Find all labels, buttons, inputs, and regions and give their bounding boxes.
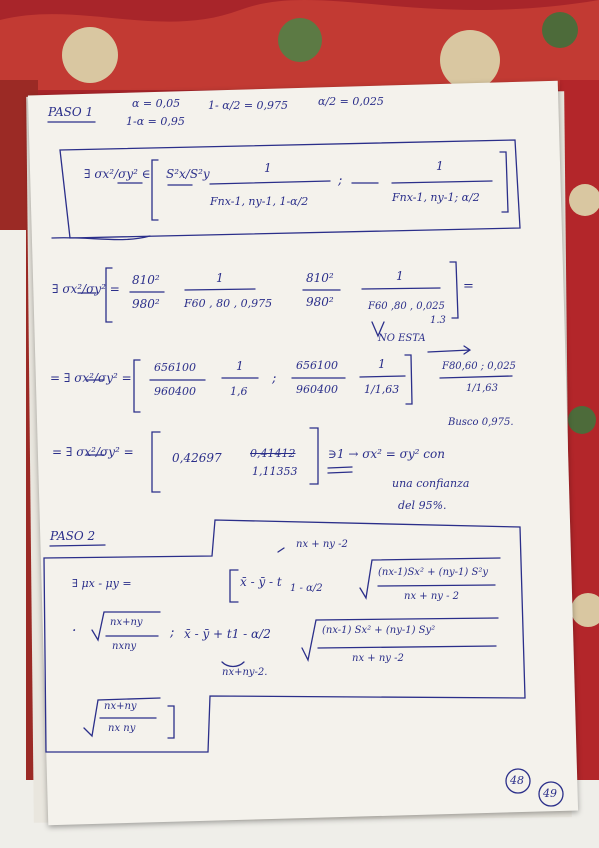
paso2-df-top: nx + ny -2 — [296, 539, 348, 550]
formula3-one-b: 1 — [378, 357, 386, 371]
formula3-d2: 1/1,63 — [364, 383, 400, 396]
paso2-rad4-den: nx ny — [108, 723, 136, 734]
formula1-f-low: Fnx-1, ny-1, 1-α/2 — [210, 195, 309, 208]
formula4-high: 1,11353 — [252, 465, 298, 478]
paso2-expr2: x̄ - ȳ + t1 - α/2 — [184, 627, 271, 641]
paso2-t-sub: 1 - α/2 — [290, 583, 323, 594]
paso2-rad4-num: nx+ny — [104, 701, 137, 712]
paso2-rad3-num: (nx-1) Sx² + (ny-1) Sy² — [322, 625, 436, 636]
half-alpha: α/2 = 0,025 — [318, 95, 384, 108]
formula1-lhs: ∃ σx²/σy² ∈ — [84, 167, 151, 181]
paso2-sep: ; — [170, 625, 175, 640]
formula2-f-low: F60 , 80 , 0,975 — [184, 297, 273, 310]
paso1-title: PASO 1 — [48, 105, 94, 119]
formula2-lhs: ∃ σx²/σy² = — [52, 282, 120, 296]
formula1-s-ratio: S²x/S²y — [166, 167, 210, 181]
paso2-lhs: ∃ μx - μy = — [72, 577, 132, 590]
alpha-value: α = 0,05 — [132, 97, 181, 110]
formula3-den: 960400 — [154, 385, 196, 398]
formula1-one-b: 1 — [436, 159, 444, 173]
formula4-conclusion: ∋1 → σx² = σy² con — [328, 447, 445, 461]
paso2-rad-num: (nx-1)Sx² + (ny-1) S²y — [378, 567, 489, 578]
side-f-value: F80,60 ; 0,025 — [442, 361, 516, 372]
formula3-num-b: 656100 — [296, 359, 338, 372]
formula2-den: 980² — [132, 297, 160, 311]
formula1-f-high: Fnx-1, ny-1; α/2 — [392, 191, 480, 204]
formula2-note-no-esta: NO ESTA — [378, 333, 426, 344]
paso2-expr1: x̄ - ȳ - t — [240, 575, 282, 589]
formula3-d1: 1,6 — [230, 385, 248, 398]
side-busco: Busco 0,975. — [448, 417, 514, 428]
paso2-rad-den: nx + ny - 2 — [404, 591, 460, 602]
formula3-den-b: 960400 — [296, 383, 338, 396]
formula4-conf2: del 95%. — [398, 499, 447, 512]
paso2-rad3-den: nx + ny -2 — [352, 653, 404, 664]
formula1-sep: ; — [338, 173, 343, 188]
formula2-den-b: 980² — [306, 295, 334, 309]
formula3-lhs: = ∃ σx²/σy² = — [50, 371, 132, 385]
page-number-48: 48 — [510, 774, 524, 787]
one-minus-half-alpha: 1- α/2 = 0,975 — [208, 99, 289, 112]
paso2-rad2-den: nxny — [112, 641, 137, 652]
formula3-sep: ; — [272, 371, 277, 386]
formula2-one-a: 1 — [216, 271, 224, 285]
one-minus-alpha: 1-α = 0,95 — [126, 115, 185, 128]
paso2-rad2-num: nx+ny — [110, 617, 143, 628]
formula2-one-b: 1 — [396, 269, 404, 283]
formula2-f-high: F60 ,80 , 0,025 — [368, 301, 445, 312]
formula2-eq: = — [463, 279, 474, 294]
paso2-title: PASO 2 — [50, 529, 96, 543]
paso2-mult: · — [72, 623, 77, 639]
formula2-note-13: 1.3 — [430, 315, 446, 326]
formula4-low: 0,42697 — [172, 451, 222, 465]
paso2-df-bottom: nx+ny-2. — [222, 667, 268, 678]
formula1-one-a: 1 — [264, 161, 272, 175]
formula4-high-struck: 0,41412 — [250, 447, 296, 460]
formula4-conf1: una confianza — [392, 477, 470, 490]
formula3-one-a: 1 — [236, 359, 244, 373]
formula4-lhs: = ∃ σx²/σy² = — [52, 445, 134, 459]
formula2-num: 810² — [132, 273, 160, 287]
side-inverse: 1/1,63 — [466, 383, 498, 394]
formula2-num-b: 810² — [306, 271, 334, 285]
page-number-49: 49 — [543, 787, 557, 800]
formula3-num: 656100 — [154, 361, 196, 374]
